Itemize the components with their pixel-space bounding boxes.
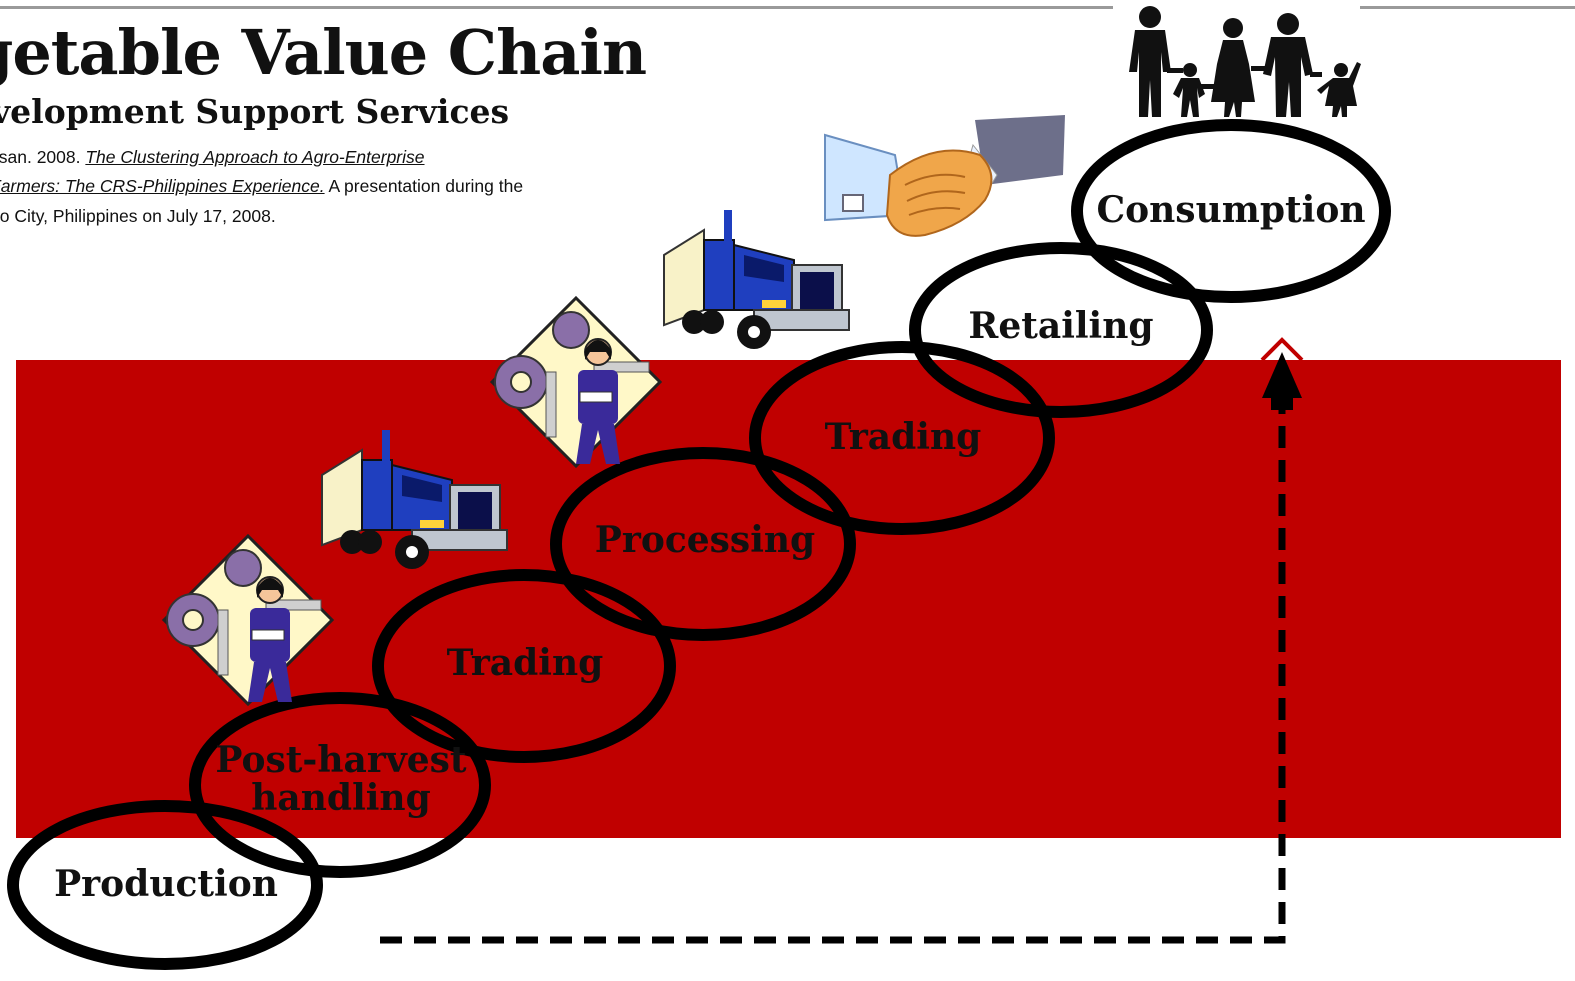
page-subtitle: evelopment Support Services <box>0 92 510 131</box>
citation-title: Farmers: The CRS-Philippines Experience. <box>0 176 325 196</box>
ring-consumption <box>1071 119 1391 303</box>
stage-label-post-harvest: Post-harvest handling <box>196 739 486 819</box>
ring-trading-2 <box>749 341 1055 535</box>
worker-gear-icon <box>161 533 335 707</box>
stage-label-production: Production <box>54 863 278 905</box>
post-harvest-line-2: handling <box>251 776 431 819</box>
stage-rings <box>7 119 1391 970</box>
truck-icon <box>663 210 850 349</box>
ring-production <box>7 800 323 970</box>
post-harvest-line-1: Post-harvest <box>215 739 467 781</box>
citation-text: A presentation during the <box>324 176 524 196</box>
top-rule-right <box>1360 6 1575 9</box>
stage-label-processing: Processing <box>594 519 816 561</box>
stage-label-retailing: Retailing <box>968 305 1154 347</box>
worker-gear-icon <box>489 295 663 469</box>
handshake-icon <box>824 115 1065 237</box>
stage-label-trading-2: Trading <box>824 416 982 458</box>
top-rule-left <box>0 6 1113 9</box>
truck-icon <box>321 430 508 569</box>
ring-trading-1 <box>372 569 676 763</box>
return-arrow <box>380 337 1304 944</box>
citation-text: ao City, Philippines on July 17, 2008. <box>0 206 276 226</box>
citation-title: The Clustering Approach to Agro-Enterpri… <box>85 147 425 167</box>
ring-retailing <box>909 242 1213 418</box>
ring-processing <box>550 447 856 641</box>
stage-label-consumption: Consumption <box>1096 189 1366 231</box>
stage-label-trading-1: Trading <box>446 642 604 684</box>
ring-post-harvest <box>189 692 491 878</box>
citation-line-2: Farmers: The CRS-Philippines Experience.… <box>0 176 523 197</box>
family-icon <box>1129 6 1361 117</box>
page-title: getable Value Chain <box>0 16 647 89</box>
citation-line-3: ao City, Philippines on July 17, 2008. <box>0 206 276 227</box>
